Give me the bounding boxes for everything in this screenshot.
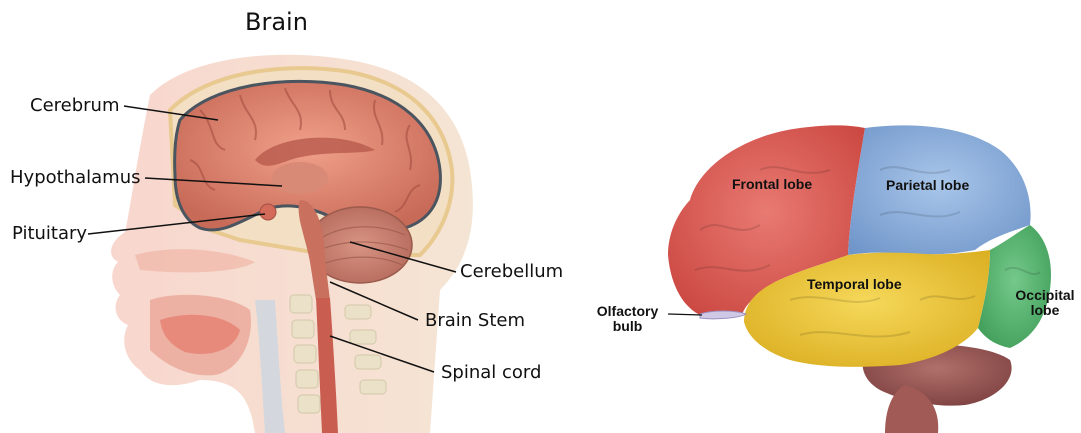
label-occipital-lobe: Occipital lobe bbox=[1010, 288, 1080, 318]
pituitary-gland bbox=[260, 204, 276, 220]
label-occipital-line1: Occipital bbox=[1010, 288, 1080, 303]
label-olfactory-line1: Olfactory bbox=[590, 304, 665, 319]
label-pituitary: Pituitary bbox=[12, 223, 87, 244]
head-sagittal-illustration bbox=[88, 55, 473, 433]
label-olfactory-bulb: Olfactory bulb bbox=[590, 304, 665, 334]
label-occipital-line2: lobe bbox=[1010, 303, 1080, 318]
olfactory-bulb-shape bbox=[700, 311, 746, 319]
label-brain-stem: Brain Stem bbox=[425, 310, 525, 331]
thalamus bbox=[272, 162, 328, 194]
label-temporal-lobe: Temporal lobe bbox=[807, 276, 902, 292]
figure-title: Brain bbox=[245, 8, 308, 36]
leader-olfactory bbox=[668, 314, 702, 315]
label-cerebrum: Cerebrum bbox=[30, 95, 120, 116]
label-olfactory-line2: bulb bbox=[590, 319, 665, 334]
label-hypothalamus: Hypothalamus bbox=[10, 167, 140, 188]
label-frontal-lobe: Frontal lobe bbox=[732, 176, 812, 192]
label-spinal-cord: Spinal cord bbox=[441, 362, 541, 383]
label-parietal-lobe: Parietal lobe bbox=[886, 177, 969, 193]
label-cerebellum: Cerebellum bbox=[460, 261, 563, 282]
